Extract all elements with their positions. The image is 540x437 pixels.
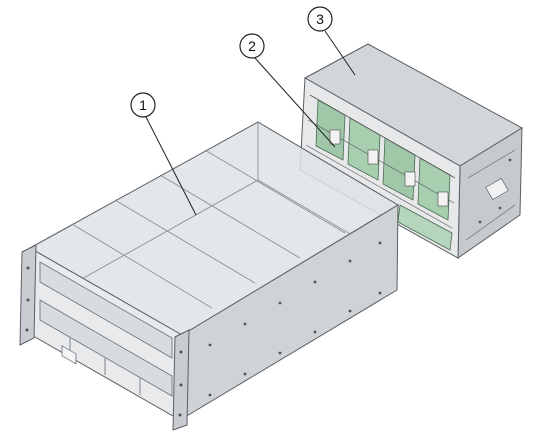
leader-line (254, 57, 336, 148)
rack-ear-holes (25, 266, 183, 417)
left-rack-ear (19, 244, 37, 346)
leader-line (324, 30, 356, 76)
chassis-front-bays (39, 261, 173, 397)
callout-label: 2 (248, 38, 256, 54)
leader-line (145, 116, 197, 216)
main-chassis (19, 121, 399, 431)
callout-label: 1 (139, 97, 147, 113)
right-rack-ear (172, 329, 190, 431)
callout-circle (130, 92, 156, 118)
rear-module-boards (305, 94, 456, 251)
callout-1: 1 (130, 92, 197, 216)
callout-3: 3 (307, 6, 356, 76)
callout-label: 3 (316, 11, 324, 27)
callout-circle (307, 6, 333, 32)
rear-module (299, 43, 523, 259)
chassis-side-screws (208, 241, 382, 397)
callout-2: 2 (239, 33, 336, 148)
callout-circle (239, 33, 265, 59)
